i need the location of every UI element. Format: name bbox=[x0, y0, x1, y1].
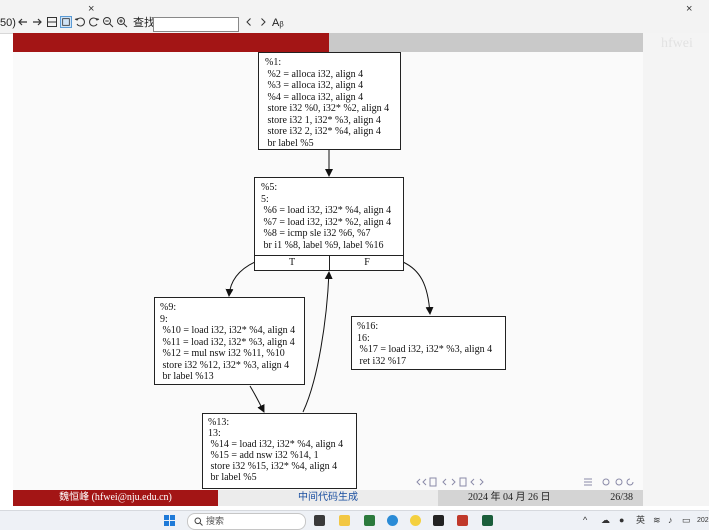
latch-line: 13: bbox=[208, 428, 221, 439]
windows-start-icon[interactable] bbox=[164, 515, 175, 526]
latch-line: %14 = load i32, i32* %4, align 4 bbox=[208, 439, 344, 450]
os-taskbar: 搜索 ^ ☁ ● 英 ≋ ♪ ▭ 202 bbox=[0, 510, 709, 530]
cond-line: %6 = load i32, i32* %4, align 4 bbox=[261, 205, 392, 216]
body-line: br label %13 bbox=[160, 371, 214, 382]
false-port-label: F bbox=[364, 257, 370, 268]
entry-line: store i32 1, i32* %3, align 4 bbox=[265, 114, 381, 126]
wifi-icon[interactable]: ≋ bbox=[653, 515, 661, 525]
search-input[interactable] bbox=[153, 17, 239, 32]
edge-browser-icon[interactable] bbox=[387, 515, 398, 526]
body-line: %10 = load i32, i32* %4, align 4 bbox=[160, 325, 296, 336]
cfg-node-cond: %5: 5: %6 = load i32, i32* %4, align 4 %… bbox=[254, 177, 404, 271]
latch-line: %13: bbox=[208, 417, 230, 428]
entry-line: br label %5 bbox=[265, 137, 314, 149]
cond-line: %7 = load i32, i32* %2, align 4 bbox=[261, 216, 392, 228]
cfg-node-entry: %1: %2 = alloca i32, align 4 %3 = alloca… bbox=[258, 52, 401, 150]
pdf-viewer-toolbar: × × 50) 查找: Aᵦ bbox=[0, 0, 709, 34]
cond-line: %8 = icmp sle i32 %6, %7 bbox=[261, 228, 371, 239]
close-window-icon[interactable]: × bbox=[686, 3, 693, 15]
port-divider bbox=[329, 256, 330, 270]
true-port-label: T bbox=[288, 257, 296, 268]
entry-line: store i32 2, i32* %4, align 4 bbox=[265, 126, 381, 137]
edge-latch-back-to-cond bbox=[302, 271, 333, 413]
search-next-icon[interactable] bbox=[257, 16, 269, 28]
entry-line: %1: bbox=[265, 57, 282, 68]
rotate-left-icon[interactable] bbox=[74, 16, 86, 28]
edge-body-to-latch bbox=[249, 385, 265, 413]
fit-page-icon[interactable] bbox=[60, 16, 72, 28]
clock-fragment[interactable]: 202 bbox=[697, 517, 709, 524]
latch-line: br label %5 bbox=[208, 472, 257, 483]
body-line: %9: bbox=[160, 302, 177, 313]
close-tab-icon[interactable]: × bbox=[88, 3, 95, 15]
footer-page-number: 26/38 bbox=[610, 492, 633, 503]
edge-cond-false-to-exit bbox=[402, 261, 434, 315]
slide-header-bar-gray bbox=[329, 33, 643, 52]
body-line: %12 = mul nsw i32 %11, %10 bbox=[160, 348, 285, 359]
rotate-right-icon[interactable] bbox=[88, 16, 100, 28]
slide-header-bar bbox=[13, 33, 329, 52]
cfg-node-body: %9: 9: %10 = load i32, i32* %4, align 4 … bbox=[154, 297, 305, 385]
footer-author: 魏恒峰 (hfwei@nju.edu.cn) bbox=[13, 490, 218, 506]
zoom-in-icon[interactable] bbox=[116, 16, 128, 28]
chrome-browser-icon[interactable] bbox=[410, 515, 421, 526]
exit-line: ret i32 %17 bbox=[357, 355, 407, 367]
app-icon-dark-green[interactable] bbox=[482, 515, 493, 526]
footer-title: 中间代码生成 bbox=[218, 490, 438, 506]
app-icon-green[interactable] bbox=[364, 515, 375, 526]
body-line: %11 = load i32, i32* %3, align 4 bbox=[160, 336, 295, 348]
zoom-out-icon[interactable] bbox=[102, 16, 114, 28]
exit-line: %16: bbox=[357, 321, 379, 332]
exit-line: 16: bbox=[357, 332, 370, 344]
search-prev-icon[interactable] bbox=[243, 16, 255, 28]
single-page-icon[interactable] bbox=[46, 16, 58, 28]
footer-date-page: 2024 年 04 月 26 日 26/38 bbox=[438, 490, 643, 506]
search-icon bbox=[194, 517, 203, 526]
latch-line: %15 = add nsw i32 %14, 1 bbox=[208, 450, 319, 461]
latch-line: store i32 %15, i32* %4, align 4 bbox=[208, 461, 338, 472]
body-line: store i32 %12, i32* %3, align 4 bbox=[160, 359, 290, 371]
microphone-icon[interactable]: ● bbox=[619, 515, 625, 525]
text-tool-icon[interactable]: Aᵦ bbox=[272, 17, 284, 29]
entry-line: %4 = alloca i32, align 4 bbox=[265, 91, 364, 103]
file-explorer-icon[interactable] bbox=[339, 515, 350, 526]
terminal-icon[interactable] bbox=[433, 515, 444, 526]
slide-margin bbox=[643, 33, 709, 506]
cfg-node-exit: %16: 16: %17 = load i32, i32* %3, align … bbox=[351, 316, 506, 370]
search-label: 查找: bbox=[133, 17, 159, 29]
ime-indicator[interactable]: 英 bbox=[636, 515, 646, 525]
back-arrow-icon[interactable] bbox=[17, 16, 29, 28]
beamer-nav-icons[interactable] bbox=[416, 476, 642, 488]
cond-line: 5: bbox=[261, 193, 269, 205]
entry-line: %2 = alloca i32, align 4 bbox=[265, 68, 364, 80]
taskbar-search[interactable]: 搜索 bbox=[187, 513, 306, 530]
body-line: 9: bbox=[160, 313, 168, 325]
entry-line: %3 = alloca i32, align 4 bbox=[265, 80, 364, 91]
cfg-node-latch: %13: 13: %14 = load i32, i32* %4, align … bbox=[202, 413, 357, 489]
cond-line: br i1 %8, label %9, label %16 bbox=[261, 239, 384, 251]
search-placeholder: 搜索 bbox=[206, 516, 225, 526]
branch-ports: T F bbox=[255, 255, 403, 270]
forward-arrow-icon[interactable] bbox=[31, 16, 43, 28]
task-view-icon[interactable] bbox=[314, 515, 325, 526]
zoom-level-fragment: 50) bbox=[0, 17, 16, 29]
entry-line: store i32 %0, i32* %2, align 4 bbox=[265, 103, 390, 114]
exit-line: %17 = load i32, i32* %3, align 4 bbox=[357, 344, 493, 355]
cond-line: %5: bbox=[261, 182, 278, 193]
app-icon-red[interactable] bbox=[457, 515, 468, 526]
volume-icon[interactable]: ♪ bbox=[668, 515, 673, 525]
cloud-icon[interactable]: ☁ bbox=[601, 515, 610, 525]
edge-cond-true-to-body bbox=[225, 261, 256, 297]
battery-icon[interactable]: ▭ bbox=[682, 515, 691, 525]
slide-footer: 魏恒峰 (hfwei@nju.edu.cn) 中间代码生成 2024 年 04 … bbox=[13, 490, 643, 506]
ghost-watermark-text: hfwei bbox=[661, 36, 693, 51]
tray-chevron-icon[interactable]: ^ bbox=[583, 515, 588, 525]
footer-date: 2024 年 04 月 26 日 bbox=[468, 492, 551, 503]
